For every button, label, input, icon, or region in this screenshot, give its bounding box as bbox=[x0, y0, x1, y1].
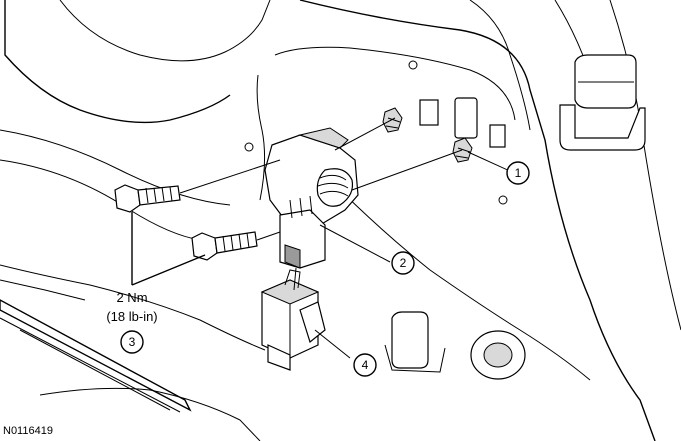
callout-4-circle bbox=[353, 353, 377, 377]
callout-1-circle bbox=[506, 161, 530, 185]
callout-2: 2 bbox=[391, 251, 415, 275]
callout-1: 1 bbox=[506, 161, 530, 185]
torque-metric: 2 Nm bbox=[116, 290, 147, 305]
callout-2-circle bbox=[391, 251, 415, 275]
callout-3-circle bbox=[120, 330, 144, 354]
sensor-module bbox=[264, 127, 359, 269]
callout-3: 3 bbox=[120, 330, 144, 354]
retaining-clip-lower bbox=[452, 137, 473, 163]
figure-id: N0116419 bbox=[3, 425, 53, 437]
callout-2-number: 2 bbox=[400, 256, 407, 270]
callout-3-number: 3 bbox=[129, 335, 136, 349]
bolt-lower bbox=[191, 231, 258, 261]
callout-4: 4 bbox=[353, 353, 377, 377]
electrical-connector bbox=[260, 269, 326, 371]
callout-4-number: 4 bbox=[362, 358, 369, 372]
torque-imperial: (18 lb-in) bbox=[106, 309, 157, 324]
callout-1-number: 1 bbox=[515, 166, 522, 180]
retaining-clip-upper bbox=[382, 107, 403, 133]
bolt-upper bbox=[114, 184, 181, 213]
leader-lines bbox=[131, 117, 513, 359]
